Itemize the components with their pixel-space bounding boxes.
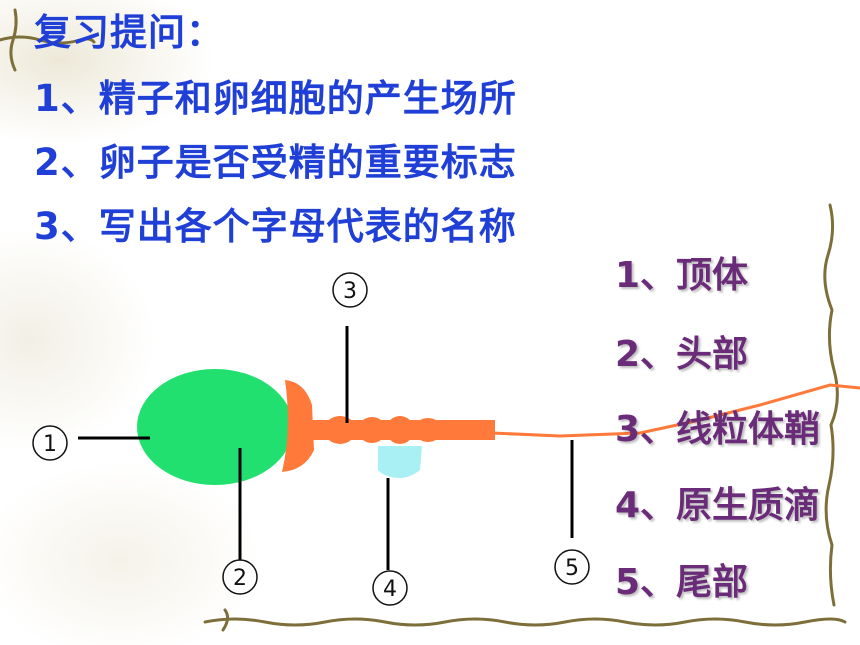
marker-4: 4 [383,577,397,602]
marker-circle-1 [32,425,68,461]
marker-5: 5 [565,556,579,581]
answer-2: 2、头部 [615,334,749,375]
answer-3: 3、线粒体鞘 [615,409,821,450]
page-title: 复习提问： [34,11,224,54]
sperm-tail [469,383,860,438]
answer-1: 1、顶体 [615,255,749,296]
acrosome [282,380,314,472]
protoplasmic-droplet [378,446,422,478]
marker-circle-5 [554,549,590,585]
question-3: 3、写出各个字母代表的名称 [34,205,517,248]
marker-circle-2 [222,559,258,595]
marker-1: 1 [43,432,57,457]
mitochondrial-sheath [305,416,495,444]
marker-2: 2 [233,566,247,591]
marker-3: 3 [343,279,357,304]
sperm-head [137,369,293,485]
marker-circle-3 [332,272,368,308]
marker-circle-4 [372,570,408,606]
answer-4: 4、原生质滴 [615,485,821,526]
question-1: 1、精子和卵细胞的产生场所 [34,77,517,120]
question-2: 2、卵子是否受精的重要标志 [34,141,517,184]
answer-5: 5、尾部 [615,562,749,603]
